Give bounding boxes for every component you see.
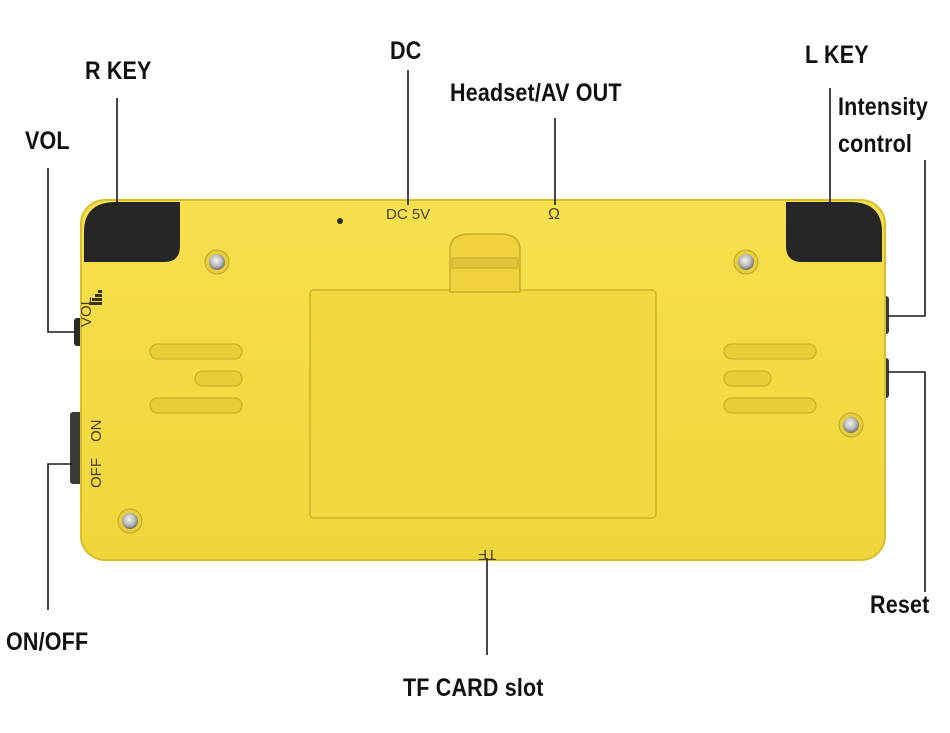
- label-intensity-line2: control: [838, 130, 913, 158]
- label-headset: Headset/AV OUT: [450, 79, 622, 107]
- l-key-button[interactable]: [786, 202, 882, 262]
- headphone-icon: Ω: [548, 206, 560, 223]
- leader-vol: [47, 168, 76, 333]
- dc-indicator-hole: [337, 218, 343, 224]
- r-key-button[interactable]: [84, 202, 180, 262]
- vol-marking: VOL: [78, 296, 95, 327]
- leader-on-off: [47, 463, 72, 610]
- label-l-key: L KEY: [805, 41, 869, 69]
- label-dc: DC: [390, 37, 422, 65]
- screw: [838, 412, 864, 438]
- screw: [117, 508, 143, 534]
- leader-lines: [47, 70, 926, 655]
- tf-marking: TF: [478, 546, 497, 563]
- kickstand-hinge: [451, 257, 519, 269]
- vol-level-icon: [89, 290, 102, 305]
- leader-intensity: [888, 160, 926, 317]
- on-marking: ON: [88, 419, 105, 443]
- screw: [204, 249, 230, 275]
- label-tf-card: TF CARD slot: [403, 674, 544, 702]
- off-marking: OFF: [88, 458, 105, 488]
- battery-cover: [309, 289, 657, 519]
- screw: [733, 249, 759, 275]
- label-r-key: R KEY: [85, 57, 152, 85]
- label-intensity-line1: Intensity: [838, 93, 928, 121]
- label-vol: VOL: [25, 127, 70, 155]
- label-reset: Reset: [870, 591, 930, 619]
- dc-marking: DC 5V: [386, 206, 431, 223]
- label-on-off: ON/OFF: [6, 628, 89, 656]
- leader-reset: [888, 371, 926, 592]
- left-vents: [149, 343, 243, 414]
- right-vents: [723, 343, 817, 414]
